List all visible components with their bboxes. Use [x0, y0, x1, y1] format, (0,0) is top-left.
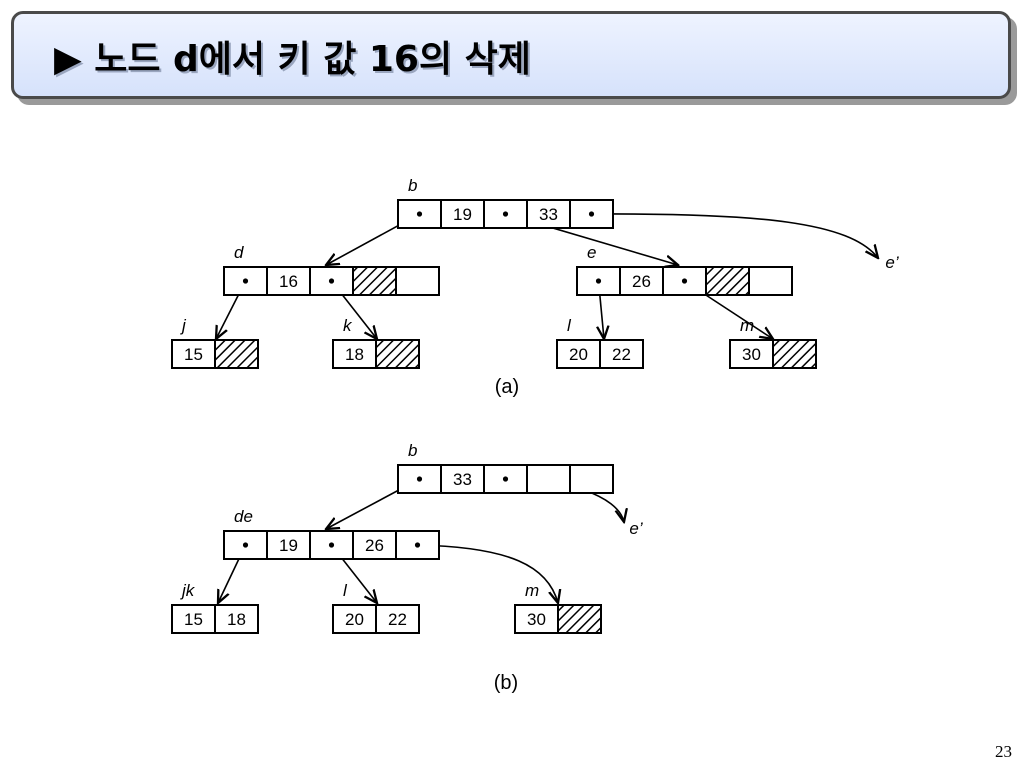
pointer-dot	[416, 211, 423, 217]
key-cell	[514, 604, 559, 634]
pointer-dot	[416, 476, 423, 482]
node-label: m	[525, 581, 539, 600]
pointer-dot	[242, 278, 249, 284]
node-j-a	[171, 339, 259, 369]
key-value: 15	[184, 610, 203, 629]
key-value: 19	[279, 536, 298, 555]
node-k-a	[332, 339, 420, 369]
diagram-caption: (a)	[495, 376, 519, 398]
node-label: e	[587, 243, 596, 262]
empty-hatched-cell	[557, 604, 602, 634]
key-value: 20	[345, 610, 364, 629]
node-label: m	[740, 316, 754, 335]
key-cell	[599, 339, 644, 369]
pointer-dot	[414, 542, 421, 548]
key-value: 20	[569, 345, 588, 364]
key-cell	[352, 530, 397, 560]
node-label: de	[234, 507, 253, 526]
node-label: l	[567, 316, 572, 335]
pointer-dot	[502, 211, 509, 217]
key-value: 30	[742, 345, 761, 364]
pointer-arrow	[591, 213, 879, 258]
pointer-dot	[502, 476, 509, 482]
key-value: 33	[453, 470, 472, 489]
node-l-a	[556, 339, 644, 369]
pointer-dot	[328, 542, 335, 548]
pointer-dot	[588, 211, 595, 217]
key-cell	[375, 604, 420, 634]
node-d-a	[223, 266, 440, 296]
key-value: 19	[453, 205, 472, 224]
key-value: 22	[612, 345, 631, 364]
empty-hatched-cell	[772, 339, 817, 369]
node-jk-b	[171, 604, 259, 634]
pointer-dot	[328, 278, 335, 284]
key-value: 26	[365, 536, 384, 555]
key-value: 18	[345, 345, 364, 364]
node-de-b	[223, 530, 440, 560]
key-cell	[332, 339, 377, 369]
key-value: 33	[539, 205, 558, 224]
node-label: b	[408, 441, 417, 460]
diagram-caption: (b)	[494, 672, 518, 694]
key-value: 26	[632, 272, 651, 291]
node-label: k	[343, 316, 353, 335]
empty-hatched-cell	[705, 266, 750, 296]
empty-hatched-cell	[352, 266, 397, 296]
external-node-label: e’	[885, 253, 898, 272]
empty-cell	[569, 464, 614, 494]
node-label: b	[408, 176, 417, 195]
external-node-label: e’	[629, 519, 642, 538]
empty-hatched-cell	[214, 339, 259, 369]
key-cell	[729, 339, 774, 369]
empty-cell	[395, 266, 440, 296]
empty-hatched-cell	[375, 339, 420, 369]
node-label: d	[234, 243, 244, 262]
page-number: 23	[995, 742, 1012, 761]
node-label: j	[180, 316, 187, 335]
key-value: 30	[527, 610, 546, 629]
key-value: 22	[388, 610, 407, 629]
key-value: 18	[227, 610, 246, 629]
key-value: 16	[279, 272, 298, 291]
empty-cell	[748, 266, 793, 296]
key-cell	[171, 604, 216, 634]
node-m-a	[729, 339, 817, 369]
empty-cell	[526, 464, 571, 494]
key-cell	[214, 604, 259, 634]
pointer-dot	[595, 278, 602, 284]
key-value: 15	[184, 345, 203, 364]
title-banner: ▶ 노드 d에서 키 값 16의 삭제	[11, 11, 1011, 99]
node-b-a	[397, 199, 614, 229]
pointer-arrow	[417, 544, 559, 603]
key-cell	[171, 339, 216, 369]
node-l-b	[332, 604, 420, 634]
pointer-dot	[242, 542, 249, 548]
node-b-b	[397, 464, 614, 494]
node-m-b	[514, 604, 602, 634]
node-e-a	[576, 266, 793, 296]
pointer-dot	[681, 278, 688, 284]
node-label: l	[343, 581, 348, 600]
slide-title: ▶ 노드 d에서 키 값 16의 삭제	[54, 39, 531, 80]
key-cell	[266, 530, 311, 560]
node-label: jk	[180, 581, 196, 600]
